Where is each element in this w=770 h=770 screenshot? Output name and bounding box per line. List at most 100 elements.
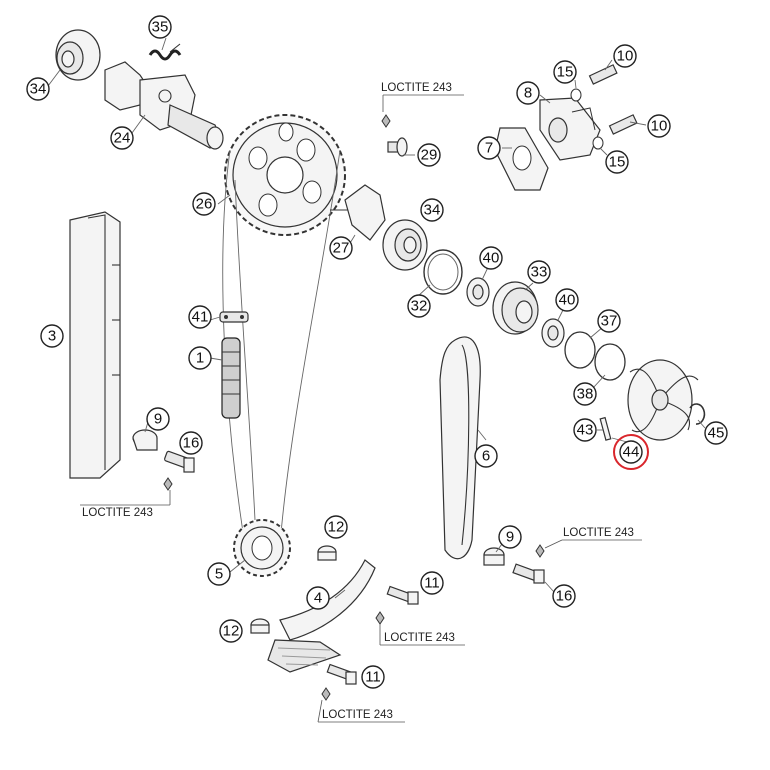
loctite-label-top: LOCTITE 243 — [381, 82, 452, 94]
bolts-10 — [588, 64, 638, 135]
callout-26-label: 26 — [196, 196, 213, 213]
callout-37: 37 — [597, 309, 621, 333]
o-ring-38 — [594, 343, 626, 381]
callout-10-top: 10 — [613, 44, 637, 68]
loctite-label-left: LOCTITE 243 — [82, 507, 153, 519]
bearing-40-upper — [466, 277, 490, 307]
callout-34-mid: 34 — [420, 198, 444, 222]
callout-12-bottom-label: 12 — [223, 623, 240, 640]
impeller — [627, 359, 699, 441]
callout-16-right-label: 16 — [556, 588, 573, 605]
callout-6: 6 — [474, 444, 498, 468]
callout-12-top: 12 — [324, 515, 348, 539]
loctite-note-top: LOCTITE 243 — [381, 82, 464, 112]
callout-24: 24 — [110, 126, 134, 150]
callout-15-top-label: 15 — [557, 64, 574, 81]
callout-10-bottom: 10 — [647, 114, 671, 138]
loctite-note-mid: LOCTITE 243 — [379, 624, 465, 646]
callout-9-right-label: 9 — [506, 529, 514, 546]
callout-35: 35 — [148, 15, 172, 39]
callout-33: 33 — [527, 260, 551, 284]
callout-12-bottom: 12 — [219, 619, 243, 643]
chain-guide-4 — [267, 559, 376, 673]
callout-15-top: 15 — [553, 60, 577, 84]
callout-43: 43 — [573, 418, 597, 442]
callout-34-mid-label: 34 — [424, 202, 441, 219]
bearing-34-mid — [382, 219, 428, 271]
callout-38-label: 38 — [577, 386, 594, 403]
callout-4: 4 — [306, 586, 330, 610]
callout-5-label: 5 — [215, 566, 223, 583]
callout-32-label: 32 — [411, 298, 428, 315]
tensioner-27 — [330, 184, 386, 241]
bush-9-right — [483, 547, 505, 566]
bolt-11-lower — [321, 663, 357, 701]
callout-24-label: 24 — [114, 130, 131, 147]
callout-16-left-label: 16 — [183, 435, 200, 452]
callout-12-top-label: 12 — [328, 519, 345, 536]
callout-40-lower-label: 40 — [559, 292, 576, 309]
callout-9-left: 9 — [146, 407, 170, 431]
callout-8-label: 8 — [524, 85, 532, 102]
guide-rail-3 — [69, 211, 121, 479]
callout-9-right: 9 — [498, 525, 522, 549]
washers-15 — [570, 88, 604, 150]
callout-16-right: 16 — [552, 584, 576, 608]
callout-29-label: 29 — [421, 147, 438, 164]
leader-lines — [47, 37, 706, 599]
callout-11-upper-label: 11 — [424, 575, 440, 592]
callout-37-label: 37 — [601, 313, 618, 330]
callout-3-label: 3 — [48, 328, 56, 345]
callout-15-bottom-label: 15 — [609, 154, 626, 171]
spring-35 — [148, 43, 182, 61]
callout-34-top: 34 — [26, 77, 50, 101]
callout-15-bottom: 15 — [605, 150, 629, 174]
callout-34-top-label: 34 — [30, 81, 47, 98]
loctite-label-right: LOCTITE 243 — [563, 527, 634, 539]
guide-rail-6 — [439, 336, 481, 560]
callout-11-lower-label: 11 — [365, 669, 381, 686]
callout-6-label: 6 — [482, 448, 490, 465]
callout-1-label: 1 — [196, 350, 204, 367]
chain-segment-1 — [219, 311, 249, 419]
callout-40-upper: 40 — [479, 246, 503, 270]
callout-1: 1 — [188, 346, 212, 370]
camshaft-24 — [104, 61, 224, 150]
callout-32: 32 — [407, 294, 431, 318]
bolt-11-upper — [375, 585, 419, 625]
callout-3: 3 — [40, 324, 64, 348]
callout-9-left-label: 9 — [154, 411, 162, 428]
callout-44: 44 — [619, 440, 643, 464]
callout-4-label: 4 — [314, 590, 322, 607]
callout-27: 27 — [329, 236, 353, 260]
callout-29: 29 — [417, 143, 441, 167]
callout-26: 26 — [192, 192, 216, 216]
bearing-40-lower — [541, 318, 565, 348]
bush-12-bottom — [250, 618, 270, 634]
callout-41: 41 — [188, 305, 212, 329]
pin-43 — [599, 416, 612, 441]
screw-29 — [381, 114, 408, 157]
bearing-34-top — [55, 29, 101, 81]
callout-40-upper-label: 40 — [483, 250, 500, 267]
cam-sprocket-26 — [224, 114, 346, 236]
loctite-label-mid: LOCTITE 243 — [384, 632, 455, 644]
highlight-ring-44 — [613, 434, 649, 470]
callout-10-bottom-label: 10 — [651, 118, 668, 135]
loctite-label-bottom: LOCTITE 243 — [322, 709, 393, 721]
callout-8: 8 — [516, 81, 540, 105]
bush-9-left — [132, 429, 158, 451]
callout-11-upper: 11 — [420, 571, 444, 595]
callout-35-label: 35 — [152, 19, 169, 36]
callout-44-label: 44 — [623, 444, 640, 461]
bush-12-top — [317, 545, 337, 561]
loctite-note-right: LOCTITE 243 — [544, 527, 642, 549]
callout-16-left: 16 — [179, 431, 203, 455]
gasket-7 — [494, 127, 549, 191]
callout-7: 7 — [477, 136, 501, 160]
callout-45: 45 — [704, 421, 728, 445]
callout-27-label: 27 — [333, 240, 350, 257]
callout-11-lower: 11 — [361, 665, 385, 689]
loctite-note-bottom: LOCTITE 243 — [317, 699, 405, 723]
